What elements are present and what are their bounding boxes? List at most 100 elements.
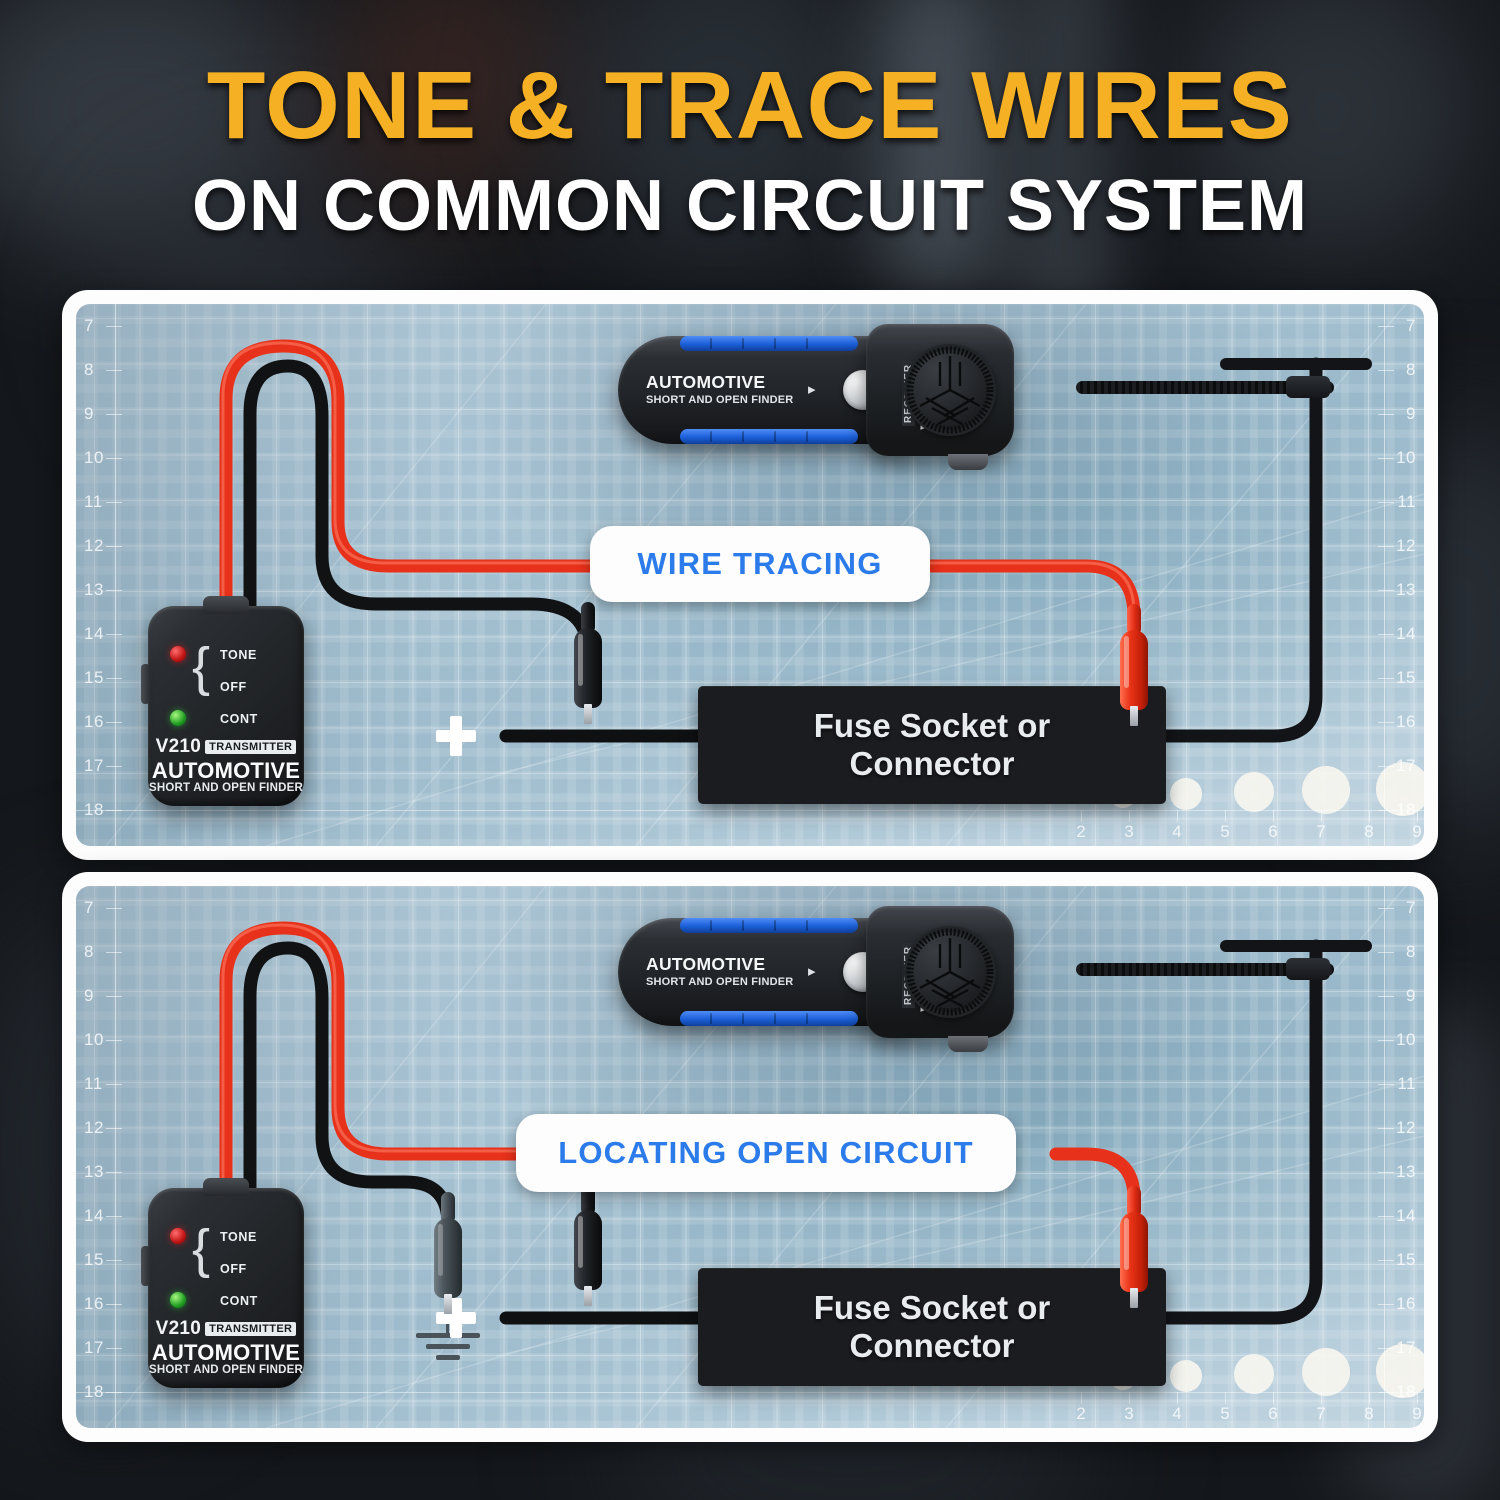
ruler-value: 7	[1406, 898, 1416, 917]
switch-label-cont: CONT	[220, 712, 258, 726]
fuse-box-line-2: Connector	[849, 745, 1015, 782]
receiver-probe-cable	[1076, 963, 1334, 976]
label-wire-tracing: WIRE TRACING	[590, 526, 930, 602]
transmitter-model: V210	[155, 1318, 202, 1339]
fuse-socket-box: Fuse Socket or Connector	[698, 1268, 1166, 1386]
ruler-value: 8	[1406, 942, 1416, 961]
transmitter-badge: TRANSMITTER	[205, 740, 297, 754]
ruler-value: 8	[1406, 360, 1416, 379]
led-indicator-red	[170, 1228, 186, 1244]
ruler-value: 5	[1220, 822, 1230, 841]
receiver-device[interactable]: AUTOMOTIVE SHORT AND OPEN FINDER ▸ RECEI…	[618, 900, 1018, 1052]
ruler-value: 4	[1172, 1404, 1182, 1423]
ruler-value: 11	[84, 492, 103, 511]
probe-cable-boot	[1286, 376, 1330, 398]
receiver-probe-cable	[1076, 381, 1334, 394]
ruler-value: 12	[84, 536, 104, 555]
ruler-line	[115, 304, 116, 846]
ruler-value: 14	[84, 1206, 104, 1225]
ruler-value: 3	[1124, 1404, 1134, 1423]
speaker-fins	[906, 928, 994, 1016]
transmitter-cable-jack	[203, 1178, 249, 1196]
led-indicator-red	[170, 646, 186, 662]
label-locating-open-circuit: LOCATING OPEN CIRCUIT	[516, 1114, 1016, 1192]
ruler-line	[1384, 886, 1385, 1428]
fuse-box-line-1: Fuse Socket or	[813, 1289, 1051, 1327]
mat-circle-guide	[1302, 766, 1350, 814]
ruler-value: 6	[1268, 1404, 1278, 1423]
volume-arrow-icon: ▸	[808, 963, 816, 980]
ruler-value: 9	[1412, 1404, 1422, 1423]
probe-cable-boot	[1286, 958, 1330, 980]
headline-line-2: ON COMMON CIRCUIT SYSTEM	[192, 166, 1308, 246]
transmitter-badge: TRANSMITTER	[205, 1322, 297, 1336]
mat-circle-guide	[1234, 772, 1274, 812]
ruler-value: 7	[1316, 822, 1326, 841]
ruler-value: 15	[84, 668, 104, 687]
ruler-value: 12	[1396, 536, 1416, 555]
ruler-value: 10	[1396, 1030, 1416, 1049]
fuse-box-line-1: Fuse Socket or	[813, 707, 1051, 745]
clip-neck	[581, 602, 595, 634]
switch-brace-icon: {	[192, 1219, 211, 1279]
ruler-value: 16	[84, 712, 104, 731]
ruler-value: 5	[1220, 1404, 1230, 1423]
receiver-tip-connector	[948, 454, 988, 470]
volume-arrow-icon: ▸	[808, 381, 816, 398]
ruler-bottom-2: 2 3 4 5 6 7 8 9	[76, 1388, 1424, 1428]
ruler-value: 7	[84, 898, 94, 917]
speaker-grille-icon	[904, 926, 996, 1018]
transmitter-side-button[interactable]	[141, 664, 150, 704]
transmitter-model: V210	[155, 736, 202, 757]
receiver-subtitle: SHORT AND OPEN FINDER	[646, 394, 794, 406]
ruler-value: 8	[1364, 822, 1374, 841]
switch-label-tone: TONE	[220, 1230, 257, 1244]
receiver-title: AUTOMOTIVE	[646, 954, 766, 974]
clip-metal-tip	[1130, 706, 1138, 726]
ruler-value: 18	[84, 800, 104, 819]
clip-neck	[441, 1192, 455, 1224]
ruler-line	[115, 886, 116, 1428]
ruler-value: 15	[84, 1250, 104, 1269]
ruler-value: 13	[84, 1162, 104, 1181]
ruler-line	[76, 1392, 1424, 1393]
ruler-value: 6	[1268, 822, 1278, 841]
switch-label-tone: TONE	[220, 648, 257, 662]
clip-highlight	[578, 1216, 583, 1268]
transmitter-subtitle: SHORT AND OPEN FINDER	[149, 1364, 303, 1376]
ground-symbol-icon	[412, 1314, 484, 1362]
ruler-value: 15	[1396, 1250, 1416, 1269]
ruler-value: 18	[1396, 1382, 1416, 1401]
fuse-socket-box: Fuse Socket or Connector	[698, 686, 1166, 804]
headline-line-1: TONE & TRACE WIRES	[206, 52, 1294, 159]
ruler-right-1: 7 8 9 10 11 12 13 14 15 16 17 18	[1378, 304, 1424, 846]
ruler-value: 11	[84, 1074, 103, 1093]
clip-body	[574, 1210, 602, 1290]
ruler-value: 9	[1406, 404, 1416, 423]
transmitter-title: AUTOMOTIVE	[151, 1340, 301, 1365]
mat-circle-guide	[1170, 1360, 1202, 1392]
transmitter-side-button[interactable]	[141, 1246, 150, 1286]
transmitter-title: AUTOMOTIVE	[151, 758, 301, 783]
transmitter-cable-jack	[203, 596, 249, 614]
label-locating-open-circuit-text: LOCATING OPEN CIRCUIT	[558, 1135, 974, 1170]
ruler-bottom-1: 2 3 4 5 6 7 8 9	[76, 806, 1424, 846]
clip-metal-tip	[584, 1286, 592, 1306]
ruler-value: 2	[1076, 1404, 1086, 1423]
ruler-value: 9	[1412, 822, 1422, 841]
ruler-value: 3	[1124, 822, 1134, 841]
ruler-value: 16	[84, 1294, 104, 1313]
polarity-plus-marker	[436, 1298, 476, 1338]
clip-highlight	[578, 634, 583, 686]
ruler-value: 18	[84, 1382, 104, 1401]
clip-body	[1120, 630, 1148, 710]
clip-metal-tip	[444, 1294, 452, 1314]
ruler-value: 16	[1396, 1294, 1416, 1313]
receiver-device[interactable]: AUTOMOTIVE SHORT AND OPEN FINDER ▸ RECEI…	[618, 318, 1018, 470]
